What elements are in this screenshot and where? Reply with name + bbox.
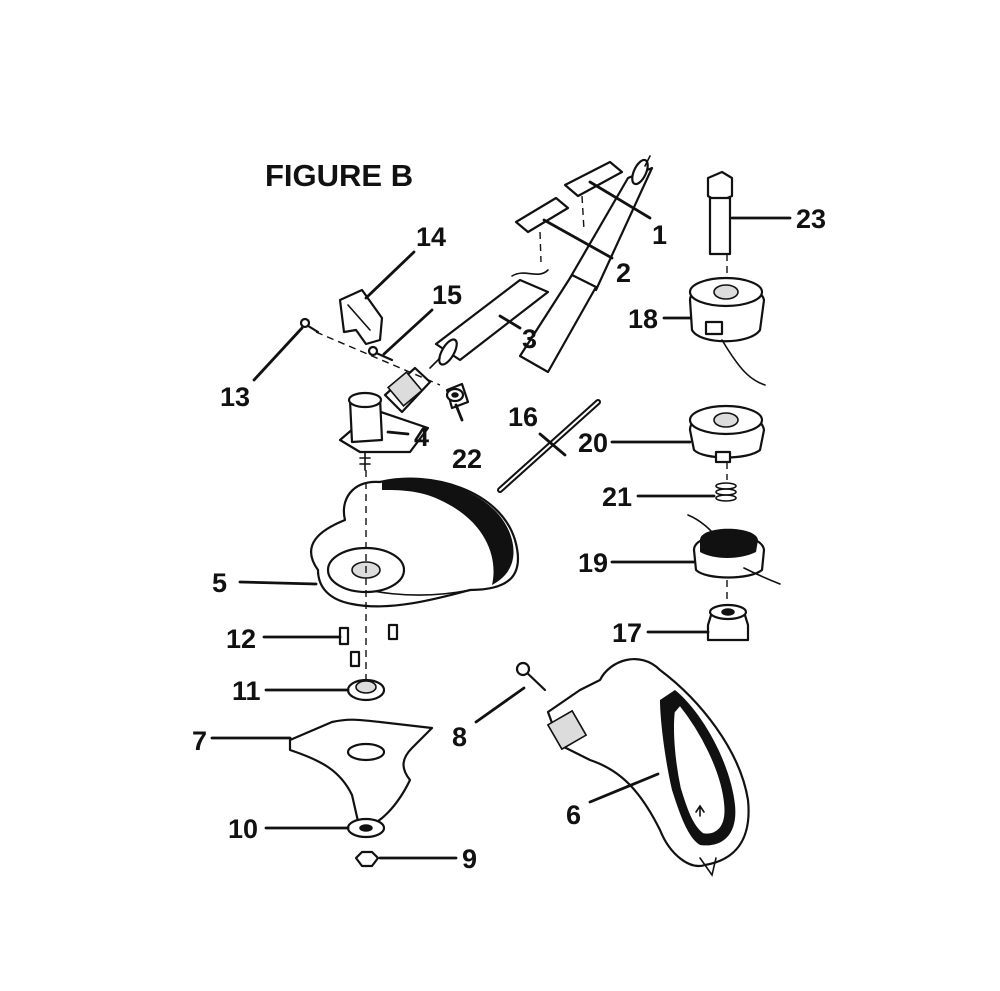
callout-6: 6 — [566, 800, 581, 830]
callout-16: 16 — [508, 402, 538, 432]
callout-1: 1 — [652, 220, 667, 250]
callout-17: 17 — [612, 618, 642, 648]
leader-lines — [210, 180, 792, 860]
part-rod — [497, 399, 601, 493]
part-decal-1 — [563, 160, 624, 231]
callout-18: 18 — [628, 304, 658, 334]
callout-8: 8 — [452, 722, 467, 752]
callout-10: 10 — [228, 814, 258, 844]
part-washer-11 — [346, 678, 386, 702]
callout-12: 12 — [226, 624, 256, 654]
part-screw-8 — [515, 661, 547, 692]
part-screw-15 — [367, 345, 394, 362]
part-blade — [288, 718, 434, 832]
part-screw-13 — [299, 317, 320, 334]
part-nut-9 — [354, 850, 380, 868]
callout-21: 21 — [602, 482, 632, 512]
callout-5: 5 — [212, 568, 227, 598]
part-spool — [687, 514, 781, 585]
callout-11: 11 — [232, 676, 261, 706]
part-spacer — [445, 382, 470, 410]
callout-22: 22 — [452, 444, 482, 474]
callout-14: 14 — [416, 222, 446, 252]
callout-3: 3 — [522, 324, 537, 354]
part-guard — [310, 470, 520, 700]
part-spool-housing — [688, 276, 766, 386]
callout-19: 19 — [578, 548, 608, 578]
callout-13: 13 — [220, 382, 250, 412]
part-spool-cover — [688, 404, 766, 464]
part-handle — [546, 658, 750, 877]
callout-15: 15 — [432, 280, 462, 310]
callout-2: 2 — [616, 258, 631, 288]
callout-20: 20 — [578, 428, 608, 458]
part-screws-12 — [338, 623, 399, 668]
callout-9: 9 — [462, 844, 477, 874]
part-adapter — [706, 170, 734, 256]
part-spring — [715, 482, 737, 502]
part-shaft — [429, 155, 654, 374]
callout-4: 4 — [414, 422, 429, 452]
callout-7: 7 — [192, 726, 207, 756]
part-gearbox — [338, 366, 432, 471]
part-decal-2 — [514, 196, 570, 263]
figure-title: FIGURE B — [265, 158, 413, 193]
callout-23: 23 — [796, 204, 826, 234]
part-flange-10 — [346, 817, 386, 839]
part-bracket — [315, 288, 441, 386]
callout-labels: 1 2 3 4 5 6 7 8 9 10 11 12 13 14 15 16 1… — [192, 204, 826, 874]
part-bump-knob — [706, 603, 750, 642]
